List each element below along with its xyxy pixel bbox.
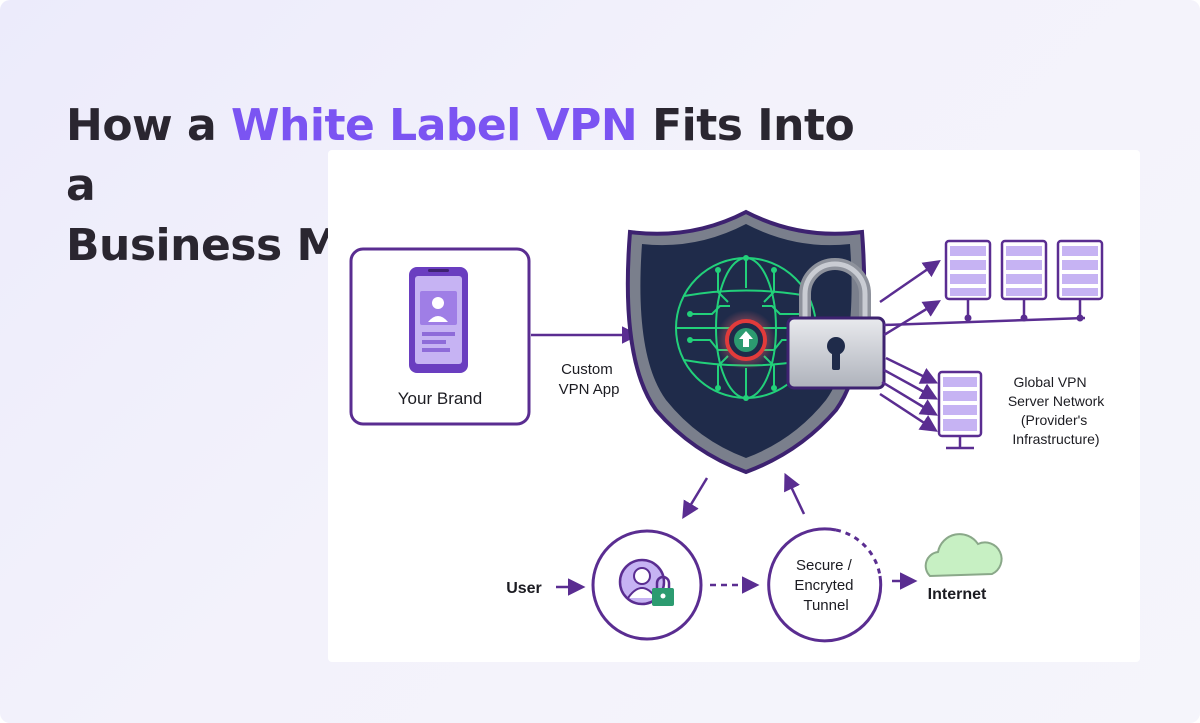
app-label-line1: Custom <box>561 361 613 378</box>
title-highlight: White Label VPN <box>231 100 638 151</box>
tunnel-line3: Tunnel <box>803 597 848 614</box>
app-label-line2: VPN App <box>559 381 620 398</box>
arrow-tunnel-to-shield <box>784 472 806 515</box>
user-label: User <box>506 580 542 597</box>
server-network-label: Global VPN Server Network (Provider's In… <box>1008 374 1108 447</box>
server-rack-icon <box>1000 239 1048 322</box>
server-arrows <box>879 260 1086 432</box>
server-network-line4: Infrastructure) <box>1012 431 1099 447</box>
title-suffix: Fits Into a <box>66 100 855 211</box>
server-rack-row <box>944 239 1104 322</box>
server-network-line3: (Provider's <box>1021 412 1087 428</box>
user-lock-icon <box>618 558 674 606</box>
padlock-icon <box>786 258 886 390</box>
upload-arrow-icon <box>739 331 753 347</box>
server-rack-icon <box>937 370 983 450</box>
shield-icon <box>625 209 867 475</box>
smartphone-icon <box>409 267 468 373</box>
internet-label: Internet <box>928 586 987 603</box>
server-network-line1: Global VPN <box>1013 374 1086 390</box>
tunnel-line1: Secure / <box>796 557 853 574</box>
tunnel-circle: Secure / Encryted Tunnel <box>767 527 883 643</box>
tunnel-label: Secure / Encryted Tunnel <box>794 557 857 614</box>
tunnel-line2: Encryted <box>794 577 853 594</box>
title-prefix: How a <box>66 100 232 151</box>
server-network-line2: Server Network <box>1008 393 1105 409</box>
server-rack-icon <box>944 239 992 322</box>
server-rack-icon <box>1056 239 1104 322</box>
cloud-icon <box>924 533 1003 578</box>
brand-box: Your Brand <box>349 247 531 426</box>
arrow-shield-to-user <box>682 477 709 519</box>
user-circle <box>591 529 703 641</box>
brand-label: Your Brand <box>398 389 482 408</box>
app-label: Custom VPN App <box>559 361 620 398</box>
